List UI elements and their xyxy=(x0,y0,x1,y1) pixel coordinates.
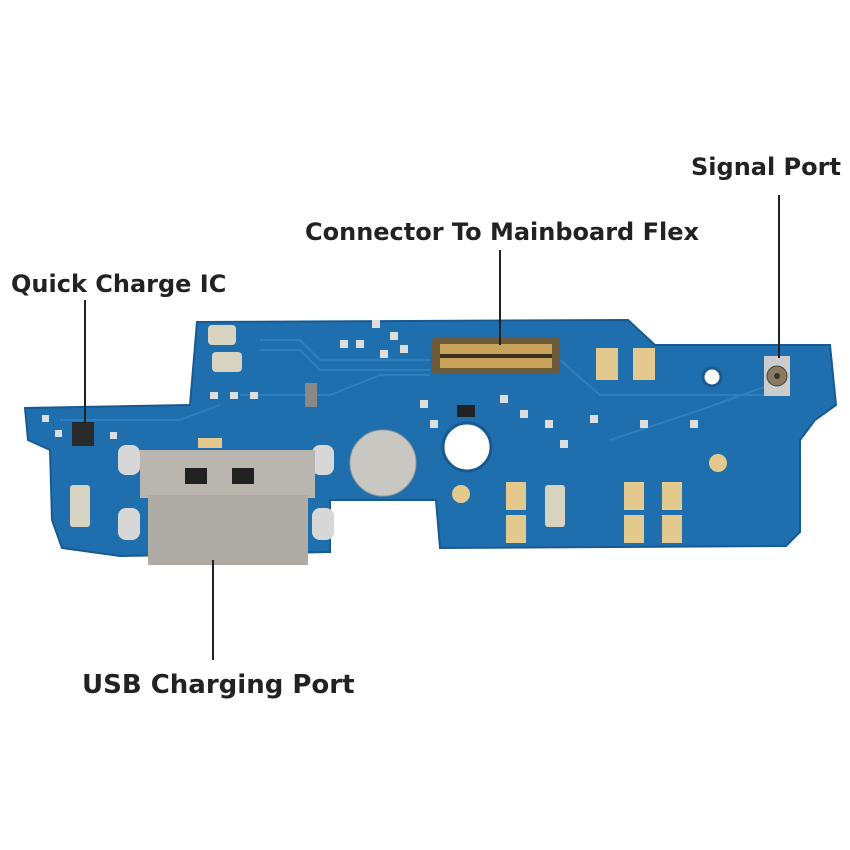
label-usb-port: USB Charging Port xyxy=(82,670,355,700)
inductor xyxy=(305,383,317,407)
leader-lines xyxy=(84,195,780,660)
pcb-board xyxy=(23,318,838,558)
signal-port xyxy=(764,356,790,396)
gold-pads xyxy=(452,348,727,543)
mounting-hole xyxy=(441,421,493,473)
smd-components xyxy=(42,320,698,448)
board-connector xyxy=(432,338,560,374)
label-signal-port: Signal Port xyxy=(691,153,841,181)
pcb-traces xyxy=(60,339,780,441)
transistor xyxy=(457,405,475,417)
label-connector: Connector To Mainboard Flex xyxy=(305,218,699,246)
usb-port xyxy=(118,438,334,565)
vibration-motor xyxy=(349,429,417,497)
mounting-hole xyxy=(701,366,723,388)
spring-contacts xyxy=(70,325,565,527)
quick-charge-ic xyxy=(72,422,94,446)
label-quick-charge-ic: Quick Charge IC xyxy=(11,270,227,298)
